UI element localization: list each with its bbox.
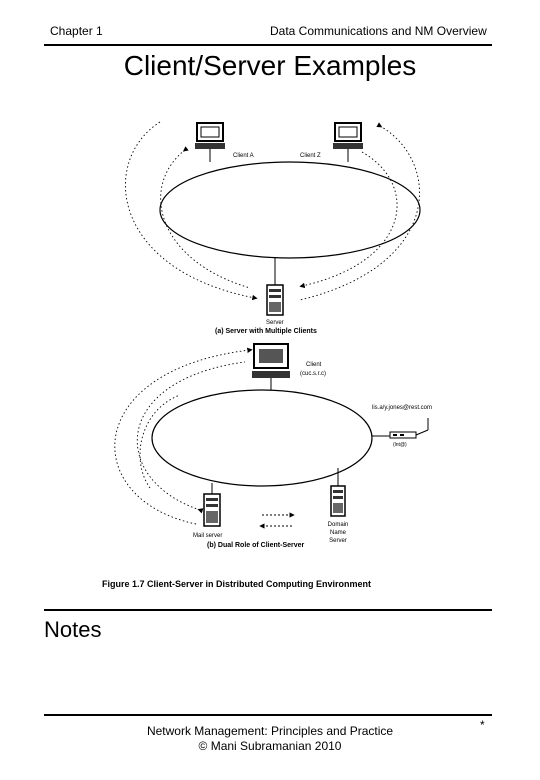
client-a-computer-icon — [195, 122, 225, 162]
router-icon — [389, 418, 429, 439]
footer-line-2: © Mani Subramanian 2010 — [198, 739, 342, 753]
figure-caption: Figure 1.7 Client-Server in Distributed … — [102, 579, 371, 589]
caption-a: (a) Server with Multiple Clients — [215, 328, 317, 335]
footer-text: Network Management: Principles and Pract… — [130, 724, 410, 754]
client-z-label: Client Z — [300, 153, 321, 159]
client-z-computer-icon — [333, 122, 363, 162]
dns-label-1: Domain — [328, 522, 349, 528]
network-ring-b — [151, 389, 373, 487]
dns-label-3: Server — [329, 538, 347, 544]
dns-server-tower-icon — [330, 468, 346, 517]
footer-mark: * — [480, 718, 485, 732]
client-a-label: Client A — [233, 153, 254, 159]
mail-server-tower-icon — [203, 483, 221, 527]
client-computer-icon — [252, 343, 290, 390]
slide-title: Client/Server Examples — [123, 50, 417, 81]
email-label: lis.a/y.jones@rest.com — [372, 405, 432, 411]
header-section: Data Communications and NM Overview — [270, 24, 487, 38]
server-label: Server — [266, 320, 284, 326]
diagram-a: Client A Client Z Server (a) Server with… — [124, 121, 421, 335]
diagram-b: Client (cuc.s.r.c) lis.a/y.jones@rest.co… — [114, 343, 432, 549]
server-tower-icon — [266, 258, 284, 316]
caption-b: (b) Dual Role of Client-Server — [207, 542, 305, 549]
client-label: Client — [306, 362, 322, 368]
client-sub-label: (cuc.s.r.c) — [300, 371, 326, 377]
header-chapter: Chapter 1 — [50, 24, 103, 38]
footer-rule — [44, 714, 492, 716]
notes-label: Notes — [44, 617, 102, 642]
network-ring-a — [159, 161, 421, 259]
footer-line-1: Network Management: Principles and Pract… — [146, 724, 394, 738]
notes-rule — [44, 609, 492, 611]
header-rule — [44, 44, 492, 46]
dns-label-2: Name — [330, 530, 347, 536]
router-label: (lnt@) — [393, 442, 407, 448]
mail-server-label: Mail server — [193, 533, 222, 539]
client-server-figure: Client A Client Z Server (a) Server with… — [102, 121, 432, 589]
